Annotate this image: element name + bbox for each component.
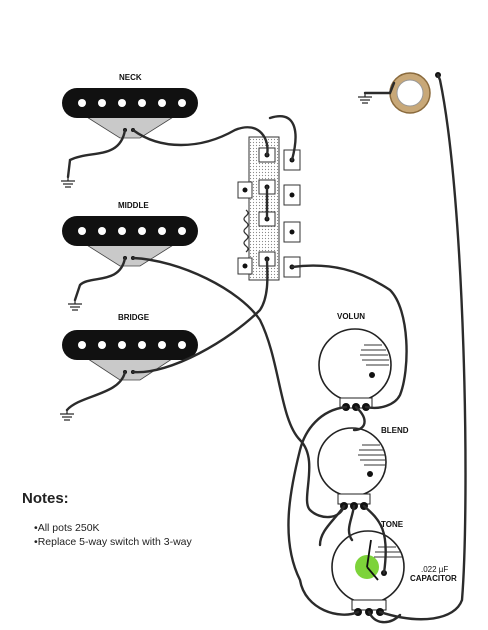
wires — [65, 73, 467, 624]
ground-icon-jack — [357, 92, 373, 104]
middle-pickup — [62, 216, 198, 267]
output-jack — [389, 72, 441, 114]
ground-icon-bridge — [59, 409, 75, 421]
bridge-label: BRIDGE — [118, 313, 150, 322]
selector-switch — [237, 136, 301, 281]
neck-label: NECK — [119, 73, 142, 82]
note-item: All pots 250K — [34, 521, 192, 535]
ground-icon-middle — [67, 299, 83, 311]
capacitor-label: CAPACITOR — [410, 574, 457, 583]
notes-block: Notes: All pots 250K Replace 5-way switc… — [22, 490, 192, 549]
tone-pot — [331, 530, 405, 616]
notes-title: Notes: — [22, 490, 69, 507]
capacitor-value: .022 µF — [421, 565, 449, 574]
tone-label: TONE — [381, 520, 404, 529]
blend-label: BLEND — [381, 426, 409, 435]
blend-pot — [317, 427, 387, 510]
neck-pickup — [62, 88, 198, 139]
ground-icon-neck — [60, 176, 76, 188]
notes-list: All pots 250K Replace 5-way switch with … — [22, 521, 192, 549]
volume-label: VOLUN — [337, 312, 365, 321]
middle-label: MIDDLE — [118, 201, 149, 210]
note-item: Replace 5-way switch with 3-way — [34, 535, 192, 549]
volume-pot — [318, 328, 392, 411]
bridge-pickup — [62, 330, 198, 381]
